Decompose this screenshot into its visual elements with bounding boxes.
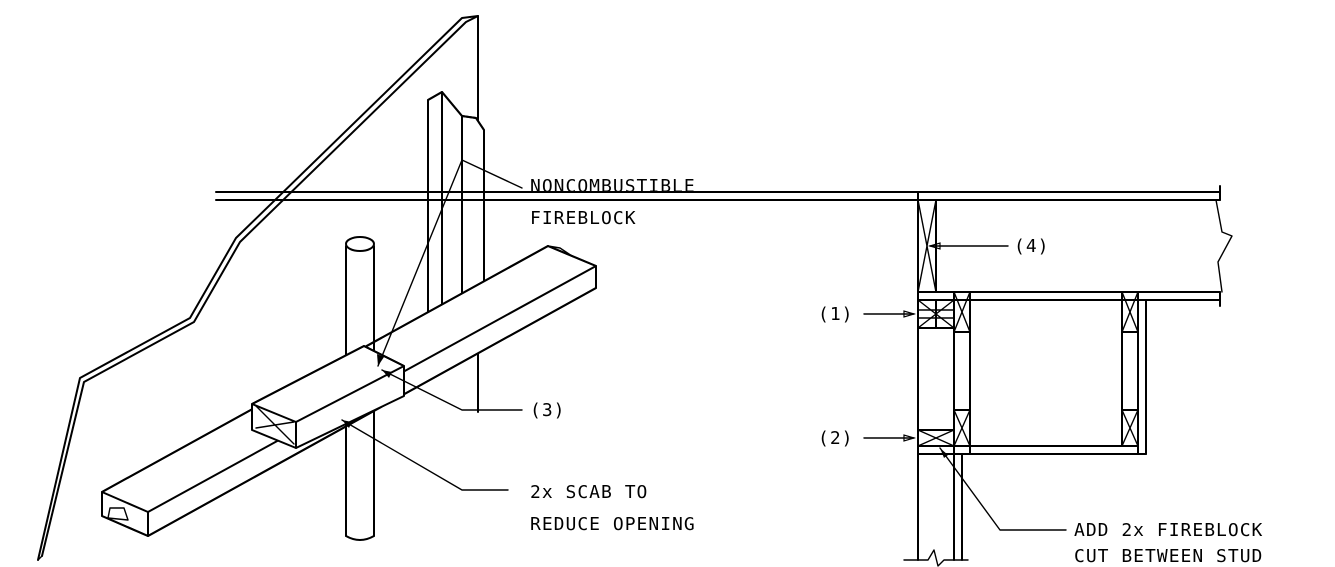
label-ref2: (2) bbox=[818, 428, 854, 449]
isometric-detail bbox=[37, 15, 597, 561]
leader-ref4 bbox=[927, 242, 1009, 250]
label-scab-line2: REDUCE OPENING bbox=[530, 514, 696, 535]
blocking-1 bbox=[917, 299, 955, 329]
label-scab-line1: 2x SCAB TO bbox=[530, 482, 648, 503]
blocking-stud-right-bottom bbox=[1121, 409, 1139, 447]
leader-scab bbox=[341, 419, 509, 491]
label-add-fireblock-line1: ADD 2x FIREBLOCK bbox=[1074, 520, 1263, 541]
label-noncombustible: NONCOMBUSTIBLE bbox=[530, 176, 696, 197]
blocking-stud-left-bottom bbox=[953, 409, 971, 447]
wall-panel bbox=[37, 15, 479, 561]
label-ref1: (1) bbox=[818, 304, 854, 325]
section-detail bbox=[215, 185, 1233, 567]
blocking-2 bbox=[917, 429, 955, 447]
leader-ref1 bbox=[863, 310, 917, 318]
leader-ref2 bbox=[863, 434, 917, 442]
label-ref3: (3) bbox=[530, 400, 566, 421]
blocking-stud-right-top bbox=[1121, 291, 1139, 333]
leader-ref3 bbox=[381, 369, 523, 411]
top-joist bbox=[215, 185, 1233, 307]
leader-noncombustible bbox=[377, 159, 523, 367]
break-symbol bbox=[903, 549, 969, 567]
label-fireblock: FIREBLOCK bbox=[530, 208, 637, 229]
blocking-stud-left-top bbox=[953, 291, 971, 333]
label-add-fireblock-line2: CUT BETWEEN STUD bbox=[1074, 546, 1263, 567]
leader-add-fireblock bbox=[939, 447, 1067, 531]
scab-block bbox=[251, 345, 405, 449]
label-ref4: (4) bbox=[1014, 236, 1050, 257]
